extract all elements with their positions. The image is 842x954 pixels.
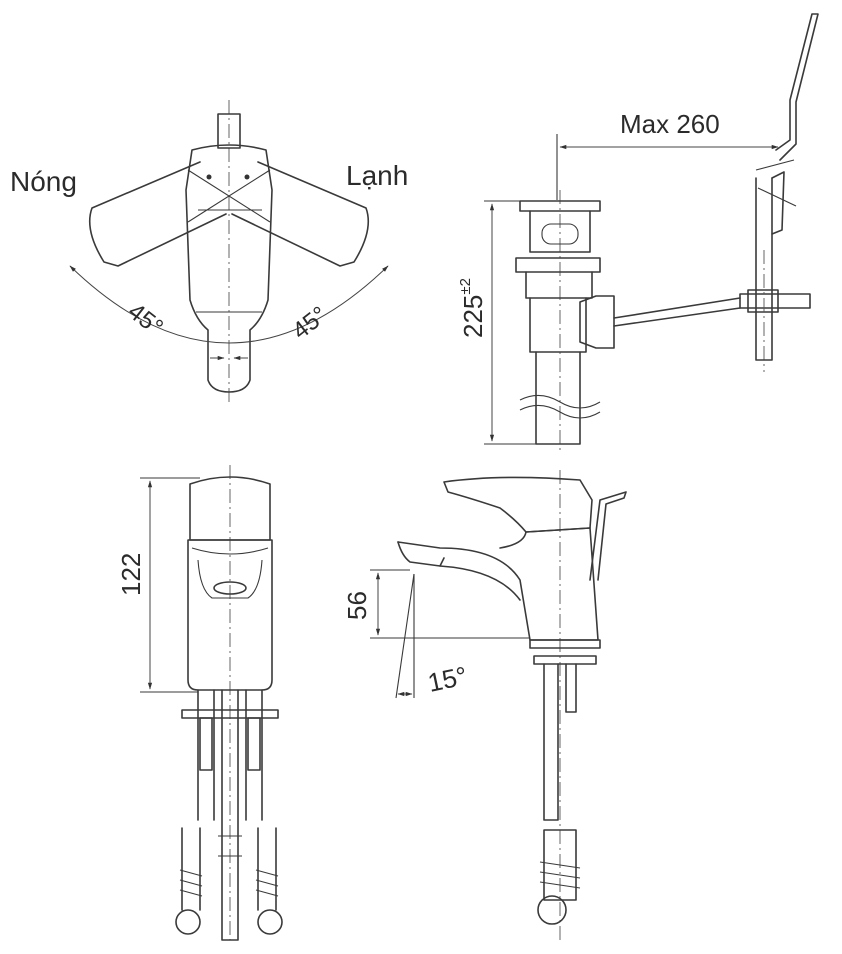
spout-height-label: 56: [342, 591, 372, 620]
cold-label: Lạnh: [346, 160, 408, 191]
svg-text:225±2: 225±2: [457, 278, 488, 338]
side-view: 56 15°: [342, 470, 627, 940]
hot-label: Nóng: [10, 166, 77, 197]
right-angle-label: 45°: [287, 301, 332, 345]
left-angle-label: 45°: [123, 298, 168, 342]
drain-height-tolerance: ±2: [457, 278, 474, 295]
drain-view: Max 260 225±2: [457, 13, 819, 452]
front-view: 122: [116, 465, 283, 941]
front-height-label: 122: [116, 553, 146, 596]
max-distance-label: Max 260: [620, 109, 720, 139]
drain-height-label: 225: [458, 295, 488, 338]
spout-angle-label: 15°: [425, 660, 470, 698]
top-view: Nóng Lạnh 45° 45°: [10, 100, 408, 405]
